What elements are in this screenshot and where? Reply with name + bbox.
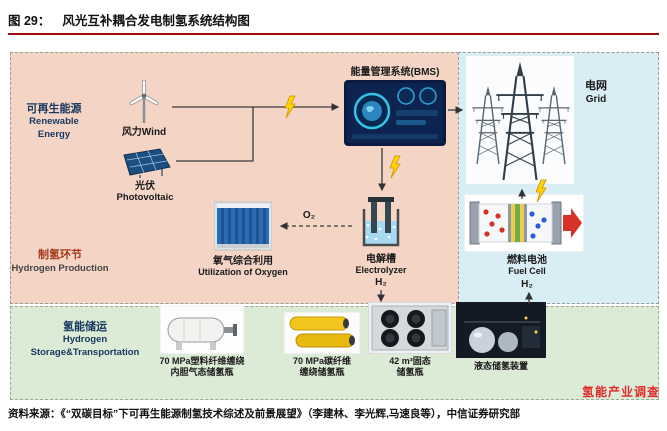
wind-turbine-icon (120, 79, 168, 124)
fuel-cell-label-cn: 燃料电池 (507, 255, 547, 266)
storage-label-en1: Hydrogen (62, 334, 108, 346)
electrolyzer-label-en: Electrolyzer (355, 265, 407, 275)
watermark: 氢能产业调查 (581, 385, 660, 399)
carbon-fiber-tanks-label-2: 缠绕储氢瓶 (299, 367, 345, 377)
solid-state-storage-label-2: 储氢瓶 (396, 367, 424, 377)
figure-title: 风光互补耦合发电制氢系统结构图 (62, 14, 250, 28)
carbon-fiber-tanks-label-1: 70 MPa碳纤维 (292, 356, 352, 366)
wind-label: 风力Wind (121, 127, 167, 138)
storage-label-cn: 氢能储运 (63, 321, 107, 333)
liquid-storage-image (456, 302, 546, 358)
storage-label-en2: Storage&Transportation (30, 346, 140, 358)
electrolyzer-h2-label: H₂ (375, 277, 387, 288)
fuel-cell-label-en: Fuel Cell (508, 266, 546, 276)
grid-label-cn: 电网 (585, 80, 607, 92)
grid-label-en: Grid (585, 94, 607, 105)
bms-label: 能量管理系统(BMS) (350, 67, 440, 78)
liquid-storage-label-1: 液态储氢装置 (473, 361, 528, 371)
title-rule (8, 33, 659, 35)
solid-state-storage-label-1: 42 m³固态 (389, 356, 431, 366)
renewable-label-cn: 可再生能源 (26, 103, 82, 115)
o2-label: O₂ (302, 210, 316, 221)
pv-label-cn: 光伏 (135, 181, 155, 192)
renewable-label-en1: Renewable (29, 116, 79, 128)
source-note: 资料来源：《“双碳目标”下可再生能源制氢技术综述及前景展望》（李建林、李光辉,马… (8, 408, 521, 420)
pv-label-en: Photovoltaic (116, 192, 174, 203)
fuel-cell-image (463, 193, 585, 253)
solid-state-storage-image (367, 301, 453, 355)
oxygen-use-label-en: Utilization of Oxygen (198, 267, 288, 277)
oxygen-container-image (213, 200, 273, 252)
renewable-label-en2: Energy (37, 128, 71, 140)
fuel-cell-h2-label: H₂ (521, 279, 533, 290)
bms-dashboard-image (344, 80, 446, 146)
renewable-label-block: 可再生能源 Renewable Energy (14, 102, 94, 141)
solar-panel-icon (118, 146, 172, 178)
electrolyzer-label-cn: 电解槽 (366, 254, 396, 265)
storage-label-block: 氢能储运 Hydrogen Storage&Transportation (12, 320, 158, 359)
production-label-en: Hydrogen Production (11, 263, 109, 274)
production-label-cn: 制氢环节 (38, 249, 82, 261)
type4-tank-label-2: 内胆气态储氢瓶 (170, 367, 234, 377)
oxygen-use-label-cn: 氧气综合利用 (213, 256, 273, 267)
carbon-fiber-tanks-image (283, 311, 361, 355)
figure-caption: 图 29： 风光互补耦合发电制氢系统结构图 (8, 10, 250, 29)
type4-tank-image (159, 305, 245, 355)
figure-number: 图 29： (8, 14, 51, 28)
type4-tank-label-1: 70 MPa塑料纤维缠绕 (159, 356, 245, 366)
transmission-towers-image (466, 56, 574, 184)
electrolyzer-icon (356, 197, 406, 251)
